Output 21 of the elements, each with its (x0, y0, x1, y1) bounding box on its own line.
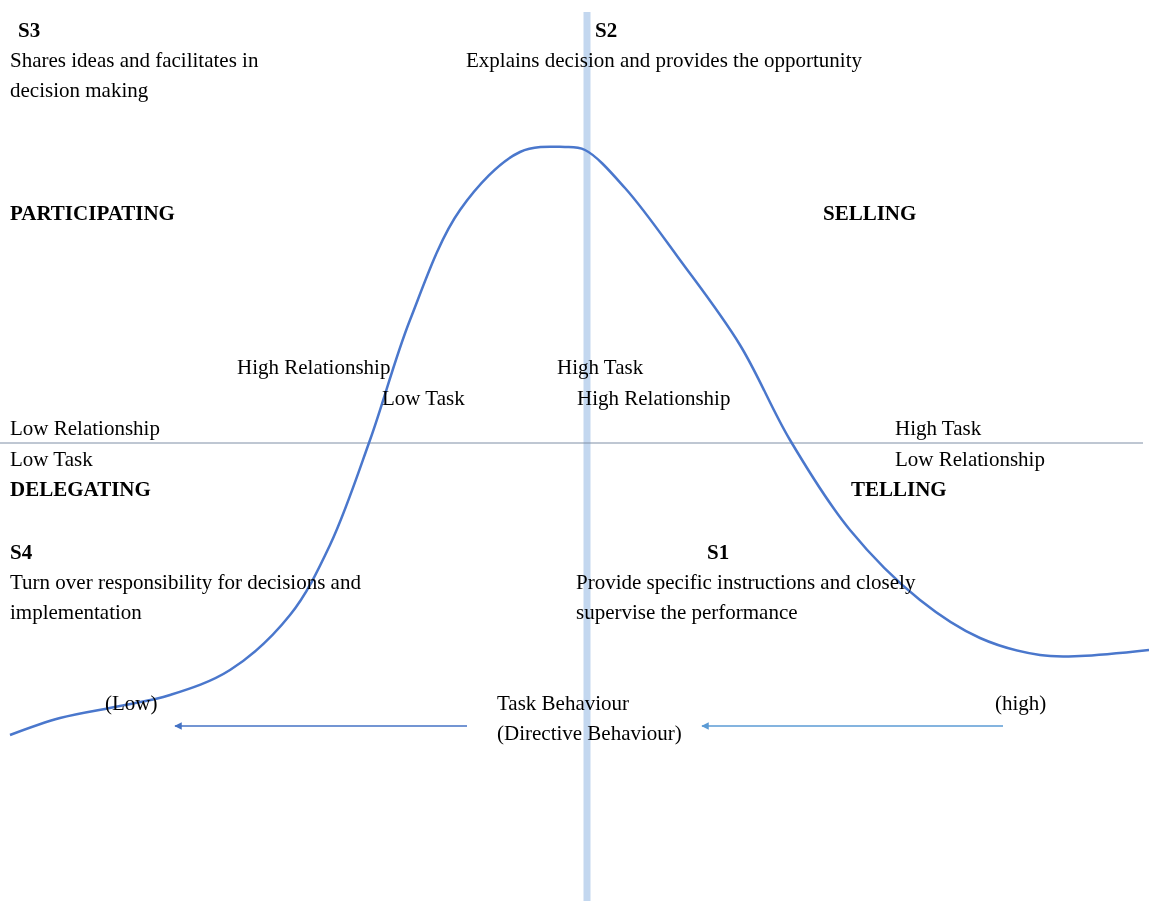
style-name: SELLING (823, 200, 917, 227)
arrow (174, 722, 468, 730)
style-label: S4 (10, 539, 33, 566)
style-name: PARTICIPATING (10, 200, 175, 227)
quadrant-label: High Task (557, 354, 644, 381)
style-description: Explains decision and provides the opportunity (466, 47, 863, 74)
quadrant-label: Low Relationship (10, 415, 160, 442)
axis-end-label: (high) (995, 688, 1047, 718)
quadrant-label: Low Task (10, 446, 93, 473)
quadrant-label: High Task (895, 415, 982, 442)
axis-title: Task Behaviour (Directive Behaviour) (497, 688, 712, 748)
style-label: S2 (595, 17, 618, 44)
quadrant-label: High Relationship (237, 354, 391, 381)
style-name: TELLING (851, 476, 947, 503)
quadrant-label: High Relationship (577, 385, 731, 412)
arrow (701, 722, 1004, 730)
style-name: DELEGATING (10, 476, 151, 503)
style-label: S1 (707, 539, 730, 566)
style-description: Shares ideas and facilitates in decision making (10, 47, 260, 104)
quadrant-label: Low Relationship (895, 446, 1045, 473)
style-label: S3 (18, 17, 41, 44)
